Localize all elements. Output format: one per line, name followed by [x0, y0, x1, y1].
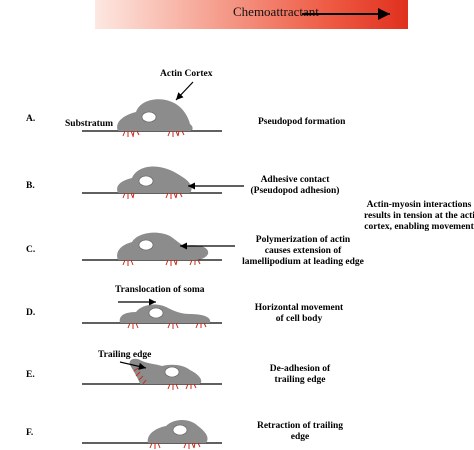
- caption-d-line-2: of cell body: [275, 314, 323, 324]
- step-letter-d: D.: [26, 308, 36, 318]
- caption-b-line-2: (Pseudopod adhesion): [250, 186, 340, 196]
- caption-c-line-2: causes extension of: [264, 246, 342, 256]
- cell-a: [117, 99, 193, 138]
- trailing-edge-arrow: [119, 361, 147, 370]
- caption-a: Pseudopod formation: [258, 117, 345, 128]
- caption-f-line-2: edge: [290, 432, 310, 442]
- side-note: Actin-myosin interactions results in ten…: [364, 200, 474, 233]
- side-note-line-3: cortex, enabling movement: [364, 222, 474, 232]
- caption-c-line-1: Polymerization of actin: [255, 235, 351, 245]
- cell-e: [129, 358, 202, 390]
- step-letter-a: A.: [26, 114, 36, 124]
- caption-b-line-1: Adhesive contact: [260, 175, 330, 185]
- step-letter-f: F.: [26, 428, 34, 438]
- caption-f: Retraction of trailing edge: [245, 421, 355, 443]
- caption-f-line-1: Retraction of trailing: [256, 421, 343, 431]
- step-letter-b: B.: [26, 181, 35, 191]
- caption-c-line-3: lamellipodium at leading edge: [242, 257, 364, 267]
- substratum-label: Substratum: [65, 119, 114, 129]
- side-note-line-2: results in tension at the actin: [364, 211, 474, 221]
- caption-e: De-adhesion of trailing edge: [250, 364, 350, 386]
- cell-b: [117, 166, 192, 199]
- side-note-line-1: Actin-myosin interactions: [366, 200, 472, 210]
- caption-e-line-2: trailing edge: [274, 375, 326, 385]
- cell-d: [119, 304, 211, 329]
- caption-a-line-1: Pseudopod formation: [258, 117, 346, 127]
- caption-d-line-1: Horizontal movement: [254, 303, 344, 313]
- trailing-edge-label: Trailing edge: [98, 350, 152, 360]
- caption-e-line-1: De-adhesion of: [269, 364, 331, 374]
- caption-c: Polymerization of actin causes extension…: [232, 235, 374, 268]
- actin-cortex-label: Actin Cortex: [160, 69, 213, 79]
- caption-b: Adhesive contact (Pseudopod adhesion): [240, 175, 350, 197]
- actin-cortex-arrow: [175, 81, 194, 101]
- cell-f: [147, 420, 208, 449]
- step-letter-e: E.: [26, 370, 35, 380]
- cell-c: [117, 232, 209, 266]
- banner-label: Chemoattractant: [233, 4, 319, 19]
- step-letter-c: C.: [26, 245, 36, 255]
- caption-d: Horizontal movement of cell body: [244, 303, 354, 325]
- translocation-label: Translocation of soma: [115, 285, 205, 295]
